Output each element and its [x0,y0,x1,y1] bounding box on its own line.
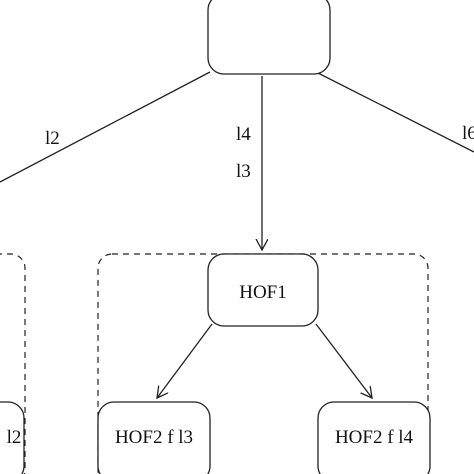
root-node [207,0,331,75]
left-partial-node-label: l2 [7,427,22,448]
edge-root-left [0,71,211,183]
group-box-middle [97,253,429,474]
edge-hof1-hof2-l4 [315,323,372,398]
left-partial-node [0,401,25,474]
hof1-node [207,253,319,327]
hof2-l4-node [317,401,431,474]
edge-label-middle-top: l4 [236,124,251,145]
edge-label-middle-bottom: l3 [236,161,251,182]
edge-root-right [315,71,474,153]
hof1-node-label: HOF1 [239,282,287,303]
hof2-l3-node [97,401,211,474]
group-box-left [0,253,26,474]
edge-hof1-hof2-l3 [157,323,213,398]
edge-label-right: l6 [462,123,474,144]
edge-label-left: l2 [45,128,60,149]
hof2-l3-node-label: HOF2 f l3 [115,427,193,448]
hof2-l4-node-label: HOF2 f l4 [335,427,414,448]
